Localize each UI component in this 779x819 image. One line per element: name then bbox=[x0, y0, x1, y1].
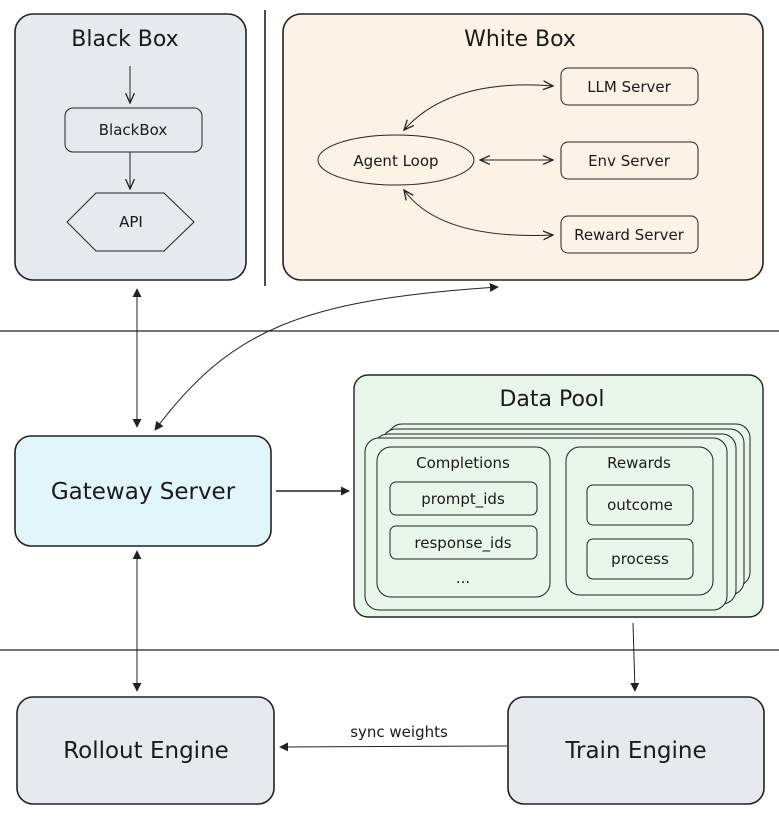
llm-server-label: LLM Server bbox=[587, 78, 671, 96]
black-box-title: Black Box bbox=[71, 27, 178, 52]
rewards-title: Rewards bbox=[607, 454, 671, 472]
process-item bbox=[586, 538, 694, 580]
env-server-label: Env Server bbox=[588, 152, 671, 170]
completions-title: Completions bbox=[416, 454, 510, 472]
datapool-train-edge bbox=[630, 622, 640, 692]
black-box-panel: Black Box BlackBox API bbox=[14, 13, 247, 281]
env-server-node bbox=[560, 141, 699, 180]
data-pool-panel: Data Pool Completions prompt_ids respons… bbox=[353, 374, 764, 618]
outcome-item bbox=[586, 484, 694, 526]
completions-ellipsis: ... bbox=[456, 569, 470, 587]
gateway-server: Gateway Server bbox=[14, 435, 272, 547]
llm-server-node bbox=[560, 67, 699, 106]
train-engine: Train Engine bbox=[507, 696, 765, 805]
sync-weights-label: sync weights bbox=[350, 723, 448, 741]
prompt-ids-item bbox=[389, 481, 538, 516]
sync-weights-edge bbox=[279, 742, 508, 752]
api-node bbox=[66, 192, 195, 252]
response-ids-item bbox=[389, 525, 538, 560]
white-box-title: White Box bbox=[464, 27, 576, 52]
reward-server-node bbox=[560, 215, 699, 254]
process-label: process bbox=[611, 550, 669, 568]
white-box-panel: White Box Agent Loop LLM Server Env Serv… bbox=[282, 13, 764, 281]
agent-reward-edge bbox=[404, 190, 553, 235]
response-ids-label: response_ids bbox=[414, 534, 511, 553]
reward-server-label: Reward Server bbox=[574, 226, 685, 244]
outcome-label: outcome bbox=[607, 496, 673, 514]
rollout-engine: Rollout Engine bbox=[16, 696, 275, 805]
data-pool-title: Data Pool bbox=[499, 387, 604, 412]
whitebox-gateway-edge bbox=[154, 283, 499, 431]
agent-loop-label: Agent Loop bbox=[353, 152, 438, 170]
prompt-ids-label: prompt_ids bbox=[421, 490, 505, 509]
rollout-engine-label: Rollout Engine bbox=[63, 738, 229, 764]
blackbox-node-label: BlackBox bbox=[99, 121, 168, 139]
agent-loop-node bbox=[317, 134, 475, 186]
blackbox-node bbox=[64, 107, 203, 153]
train-engine-label: Train Engine bbox=[564, 738, 706, 764]
gateway-server-label: Gateway Server bbox=[51, 479, 236, 505]
api-node-label: API bbox=[119, 213, 143, 231]
agent-llm-edge bbox=[404, 85, 553, 130]
